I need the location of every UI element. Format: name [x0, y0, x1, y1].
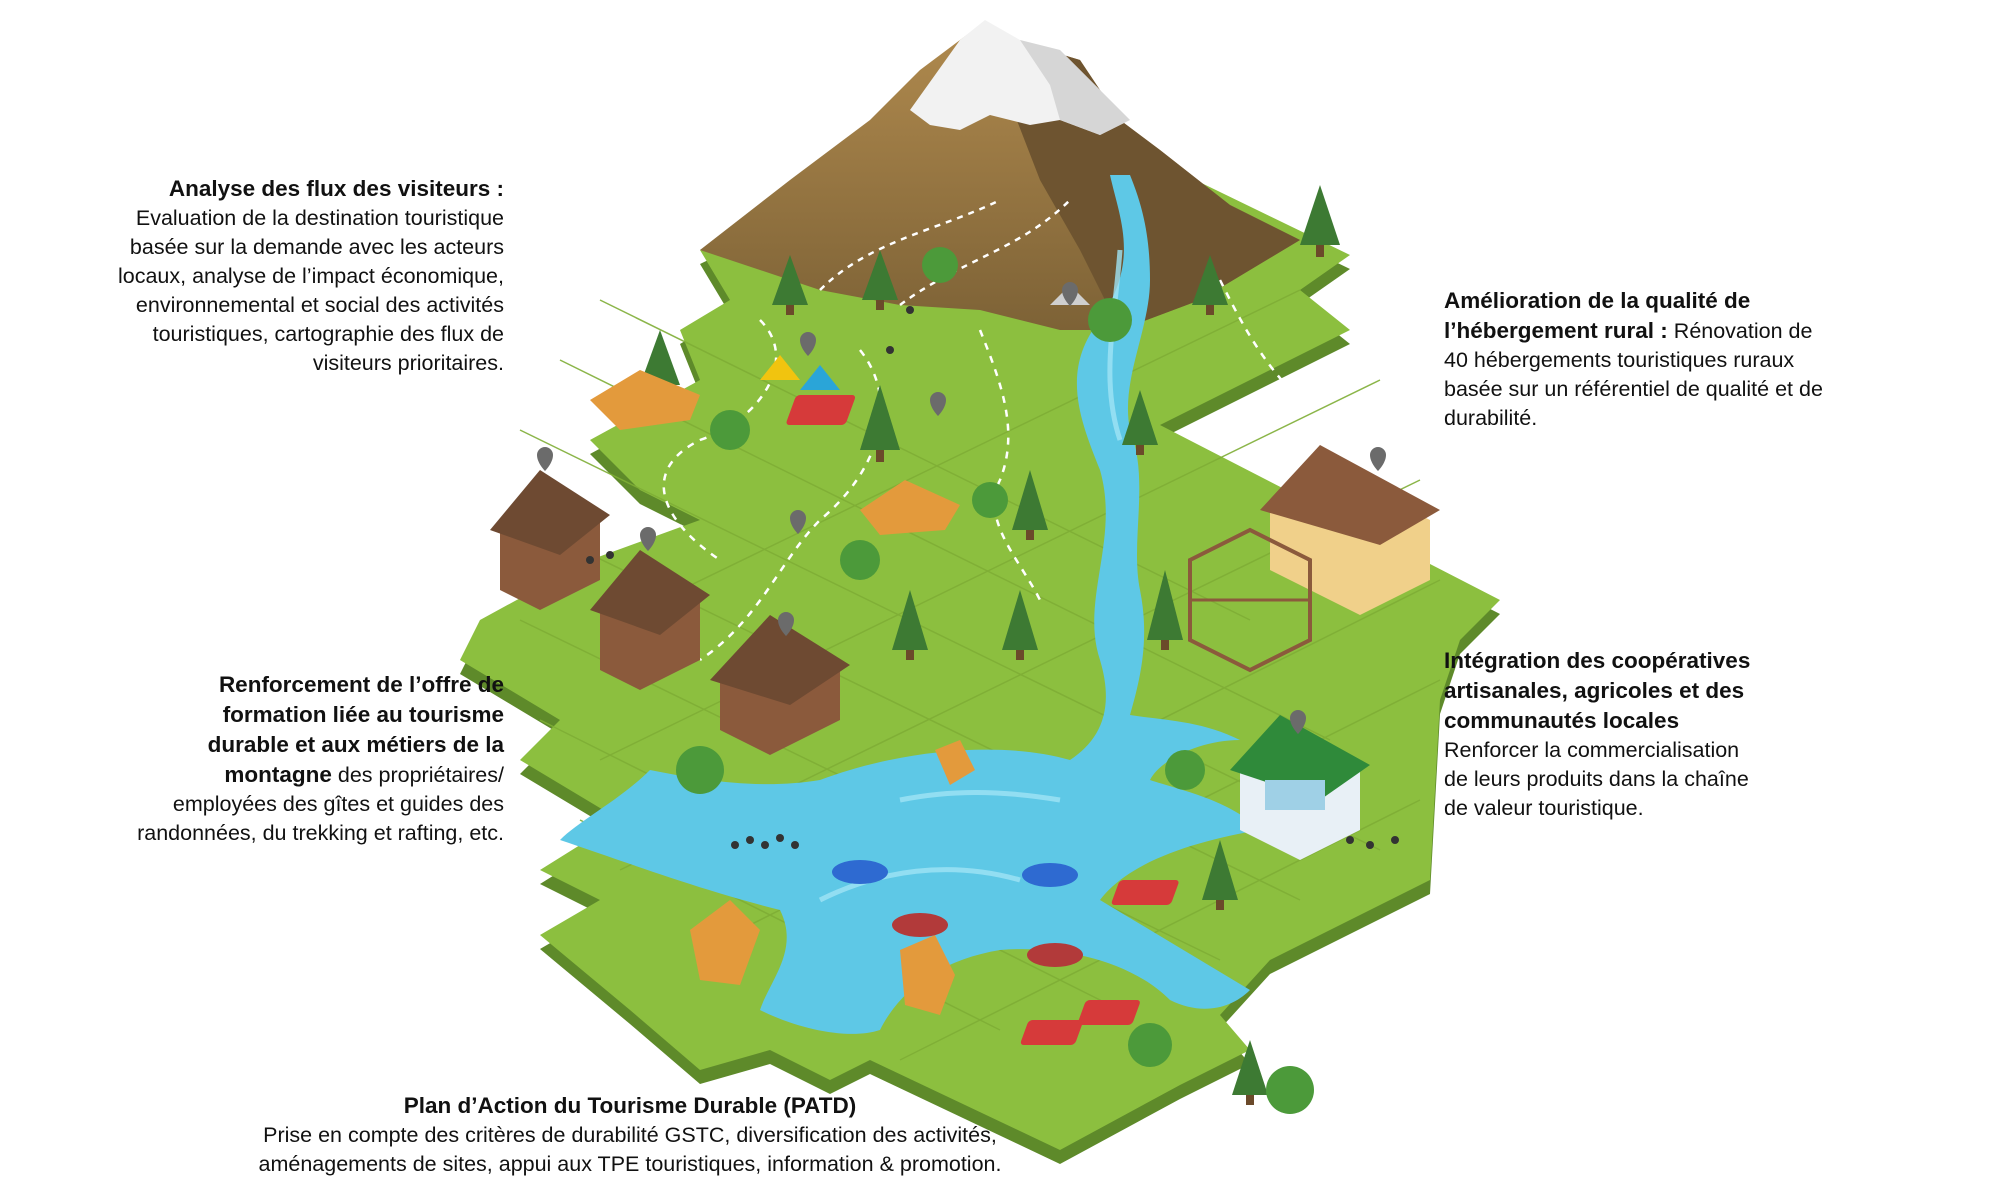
house-icon — [490, 470, 850, 755]
callout-visitor-flow-line: touristiques, cartographie des flux de — [152, 322, 504, 346]
callout-lodging-tail: Rénovation de — [1667, 319, 1813, 343]
callout-training-line: randonnées, du trekking et rafting, etc. — [137, 821, 504, 845]
callout-cooperatives-line: de valeur touristique. — [1444, 796, 1644, 820]
rock-icon — [590, 370, 975, 1015]
callout-visitor-flow-line: visiteurs prioritaires. — [312, 351, 504, 375]
callout-lodging-line: durabilité. — [1444, 406, 1538, 430]
location-pin-icon — [537, 282, 1386, 734]
callout-training-title: Renforcement de l’offre de — [218, 672, 504, 697]
callout-training-title: formation liée au tourisme — [222, 702, 504, 727]
callout-visitor-flow-title: Analyse des flux des visiteurs : — [168, 176, 504, 201]
callout-visitor-flow-line: environnemental et social des activités — [135, 293, 504, 317]
callout-visitor-flow-line: Evaluation de la destination touristique — [135, 206, 504, 230]
callout-cooperatives-title: artisanales, agricoles et des — [1444, 678, 1745, 703]
person-icon — [586, 306, 1399, 849]
mountain-icon — [700, 20, 1300, 330]
callout-cooperatives-line: Renforcer la commercialisation — [1444, 738, 1740, 762]
callout-cooperatives: Intégration des coopératives artisanales… — [1444, 646, 1750, 823]
callout-patd: Plan d’Action du Tourisme Durable (PATD)… — [180, 1091, 1080, 1179]
callout-visitor-flow: Analyse des flux des visiteurs : Evaluat… — [118, 174, 504, 378]
callout-training-line: employées des gîtes et guides des — [172, 792, 504, 816]
callout-training-title: durable et aux métiers de la — [207, 732, 504, 757]
callout-visitor-flow-line: basée sur la demande avec les acteurs — [129, 235, 504, 259]
river-icon — [560, 175, 1260, 1034]
callout-lodging: Amélioration de la qualité de l’hébergem… — [1444, 286, 1823, 433]
callout-training: Renforcement de l’offre de formation lié… — [137, 670, 504, 848]
house-icon — [1188, 445, 1440, 673]
callout-training-tail: des propriétaires/ — [331, 763, 504, 787]
house-icon — [1230, 715, 1370, 860]
callout-patd-line: aménagements de sites, appui aux TPE tou… — [258, 1152, 1002, 1176]
callout-training-title: montagne — [224, 762, 332, 787]
callout-lodging-line: basée sur un référentiel de qualité et d… — [1444, 377, 1823, 401]
tree-icon — [640, 185, 1340, 1114]
flower-field-icon — [786, 395, 1179, 1045]
callout-visitor-flow-line: locaux, analyse de l’impact économique, — [117, 264, 504, 288]
callout-cooperatives-line: de leurs produits dans la chaîne — [1444, 767, 1749, 791]
callout-patd-line: Prise en compte des critères de durabili… — [263, 1123, 997, 1147]
callout-cooperatives-title: communautés locales — [1444, 708, 1680, 733]
raft-icon — [832, 860, 1083, 967]
callout-lodging-title: Amélioration de la qualité de — [1444, 288, 1751, 313]
callout-lodging-line: 40 hébergements touristiques ruraux — [1444, 348, 1795, 372]
callout-lodging-title: l’hébergement rural : — [1444, 318, 1668, 343]
callout-patd-title: Plan d’Action du Tourisme Durable (PATD) — [403, 1093, 857, 1118]
callout-cooperatives-title: Intégration des coopératives — [1444, 648, 1751, 673]
